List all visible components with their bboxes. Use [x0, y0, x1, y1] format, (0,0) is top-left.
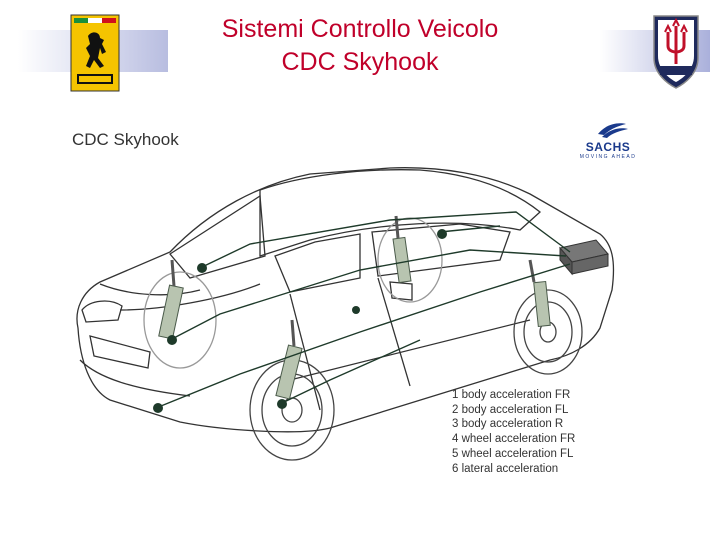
sensor-body-acceleration-r	[437, 229, 447, 239]
sachs-logo	[598, 123, 628, 138]
legend-item: 5 wheel acceleration FL	[452, 447, 574, 460]
legend-item: 6 lateral acceleration	[452, 462, 559, 475]
sensor-body-acceleration-fl	[277, 399, 287, 409]
wheel-rear-right	[377, 217, 443, 303]
sensor-body-acceleration-fr	[197, 263, 207, 273]
shock-absorber-fr	[158, 259, 184, 340]
sensor-lateral-acceleration	[352, 306, 360, 314]
sensor-wire	[169, 249, 567, 341]
car-headlight	[81, 300, 123, 323]
shock-absorber-fl	[275, 319, 303, 400]
car-side-window-rear	[371, 223, 511, 277]
page-title-line2: CDC Skyhook	[281, 48, 439, 76]
legend-item: 2 body acceleration FL	[452, 403, 569, 416]
sachs-wordmark: SACHS	[585, 140, 631, 154]
sensor-wire	[439, 225, 501, 233]
car-sill-line	[289, 319, 531, 381]
wheel-rear-left	[513, 289, 583, 375]
legend-item: 3 body acceleration R	[452, 418, 564, 431]
wheel-front-right	[143, 271, 217, 369]
diagram-subtitle: CDC Skyhook	[72, 130, 179, 149]
car-diagram	[76, 167, 615, 461]
sensor-wire	[199, 211, 571, 269]
car-hood-crease	[119, 283, 261, 311]
sachs-tagline: MOVING AHEAD	[579, 154, 637, 160]
sensor-legend: 1 body acceleration FR 2 body accelerati…	[452, 388, 575, 476]
legend-item: 1 body acceleration FR	[452, 389, 571, 401]
page-title-line1: Sistemi Controllo Veicolo	[221, 15, 499, 43]
car-mirror	[389, 281, 413, 301]
ferrari-logo	[70, 14, 120, 92]
car-windshield	[169, 194, 266, 279]
legend-item: 4 wheel acceleration FR	[452, 433, 576, 446]
car-door-line-rear	[377, 277, 411, 387]
car-side-window-front	[274, 233, 361, 293]
sensor-wire	[279, 339, 421, 405]
car-body-outline	[76, 167, 615, 433]
sensor-wheel-acceleration-fr	[167, 335, 177, 345]
shock-absorber-rl	[528, 259, 551, 328]
car-roof	[259, 169, 542, 257]
maserati-logo	[653, 15, 699, 89]
sensor-wire	[155, 263, 571, 409]
car-grille	[89, 335, 151, 369]
control-unit	[559, 239, 609, 276]
car-bumper	[79, 359, 191, 397]
sensor-wheel-acceleration-fl	[153, 403, 163, 413]
shock-absorber-rr	[392, 215, 412, 284]
car-door-line-front	[289, 293, 321, 411]
